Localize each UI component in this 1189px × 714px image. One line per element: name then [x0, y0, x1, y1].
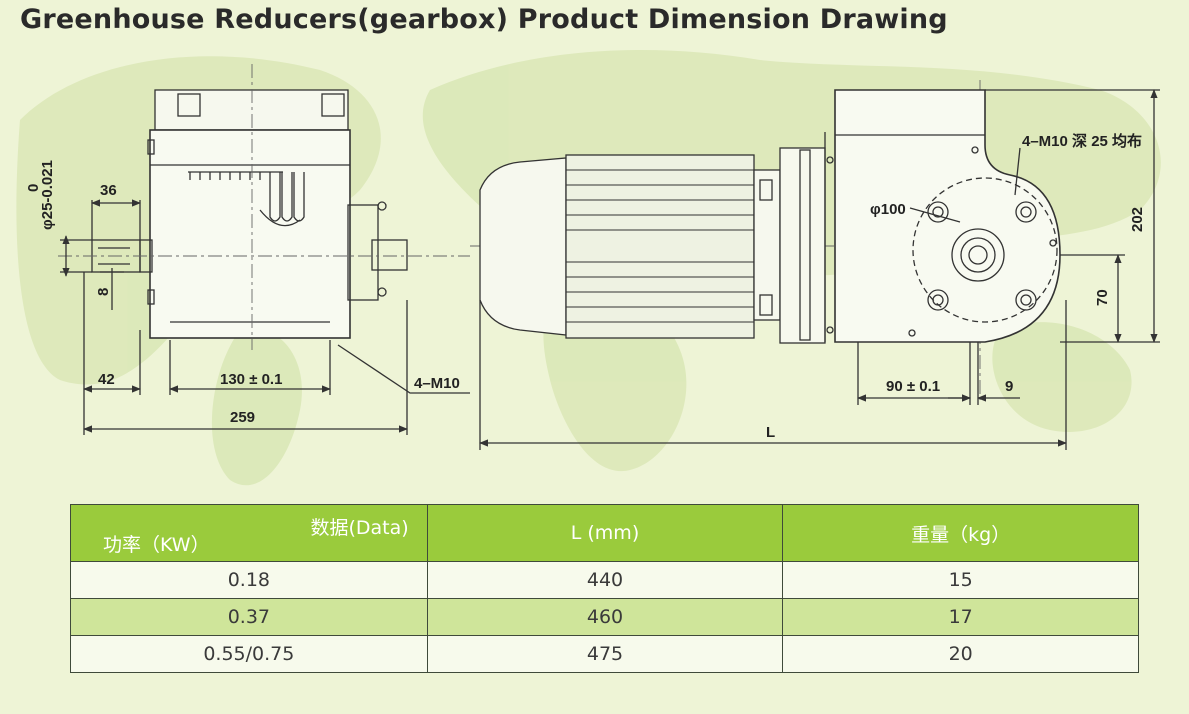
cell-power: 0.18 — [70, 561, 428, 599]
table-row: 0.18 440 15 — [70, 561, 1139, 599]
table-header-row: 数据(Data) 功率（KW） L (mm) 重量（kg） — [70, 504, 1139, 562]
dim-8: 8 — [95, 288, 112, 296]
dim-bolt-note-2: 4–M10 深 25 均布 — [1022, 132, 1142, 150]
cell-L: 475 — [426, 635, 784, 673]
dim-phi100: φ100 — [870, 201, 906, 218]
cell-weight: 20 — [782, 635, 1139, 673]
dim-70: 70 — [1094, 289, 1111, 306]
spec-table: 数据(Data) 功率（KW） L (mm) 重量（kg） 0.18 440 1… — [70, 504, 1139, 673]
cell-power: 0.55/0.75 — [70, 635, 428, 673]
cell-L: 460 — [426, 598, 784, 636]
cell-weight: 17 — [782, 598, 1139, 636]
dim-90: 90 ± 0.1 — [886, 378, 940, 395]
dim-36: 36 — [100, 182, 117, 199]
dim-9: 9 — [1005, 378, 1013, 395]
dim-shaft-diameter: φ25-0.021 — [39, 160, 56, 230]
header-power-label: 功率（KW） — [103, 534, 210, 556]
dim-bolt-note: 4–M10 — [414, 375, 460, 392]
dim-shaft-tolerance-upper: 0 — [25, 184, 42, 192]
motor-side-view — [479, 147, 826, 344]
dim-42: 42 — [98, 371, 115, 388]
left-view-dimensions — [60, 199, 470, 435]
table-row: 0.37 460 17 — [70, 598, 1139, 636]
cell-weight: 15 — [782, 561, 1139, 599]
header-corner-cell: 数据(Data) 功率（KW） — [70, 504, 428, 562]
cell-power: 0.37 — [70, 598, 428, 636]
header-weight: 重量（kg） — [782, 504, 1139, 562]
header-L: L (mm) — [426, 504, 784, 562]
table-row: 0.55/0.75 475 20 — [70, 635, 1139, 673]
page-title: Greenhouse Reducers(gearbox) Product Dim… — [20, 4, 948, 35]
right-view-dimensions — [479, 89, 1160, 450]
gearbox-end-view — [824, 89, 1061, 343]
header-data-label: 数据(Data) — [310, 517, 409, 539]
dim-259: 259 — [230, 409, 255, 426]
gearbox-side-view — [91, 89, 408, 339]
dim-202: 202 — [1129, 207, 1146, 232]
cell-L: 440 — [426, 561, 784, 599]
dim-L: L — [766, 424, 775, 441]
dim-130: 130 ± 0.1 — [220, 371, 282, 388]
